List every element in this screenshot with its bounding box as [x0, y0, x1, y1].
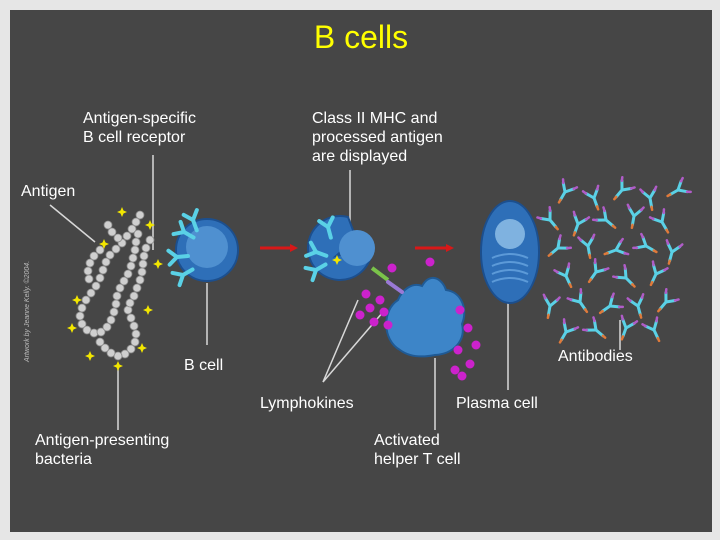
- label-antigen: Antigen: [21, 183, 76, 200]
- process-arrows: [260, 244, 454, 252]
- slide: B cells Antigen-specific B cell receptor…: [10, 10, 712, 532]
- antigen-presenting-bacteria: [75, 210, 155, 361]
- plasma-cell: [480, 200, 540, 304]
- antigen-presenting-b-cell: [303, 215, 390, 283]
- label-class2-mhc: Class II MHC and processed antigen are d…: [312, 110, 443, 165]
- page-title: B cells: [313, 19, 409, 55]
- artwork-credit: Artwork by Jeanne Kelly. ©2004.: [24, 260, 31, 362]
- label-activated-helper-t-cell: Activated helper T cell: [374, 432, 461, 468]
- label-antibodies: Antibodies: [558, 348, 633, 365]
- b-cell: [166, 208, 239, 288]
- antibodies: [535, 175, 693, 348]
- label-antigen-specific-receptor: Antigen-specific B cell receptor: [83, 110, 196, 146]
- b-cell-diagram: [49, 155, 693, 430]
- lymphokines: [355, 257, 481, 381]
- label-b-cell: B cell: [184, 357, 224, 374]
- label-antigen-presenting-bacteria: Antigen-presenting bacteria: [35, 432, 170, 468]
- label-plasma-cell: Plasma cell: [456, 395, 538, 412]
- leader-lymphokines-1: [322, 299, 359, 383]
- label-lymphokines: Lymphokines: [260, 395, 354, 412]
- helper-t-cell: [385, 276, 466, 358]
- leader-antigen: [49, 204, 96, 243]
